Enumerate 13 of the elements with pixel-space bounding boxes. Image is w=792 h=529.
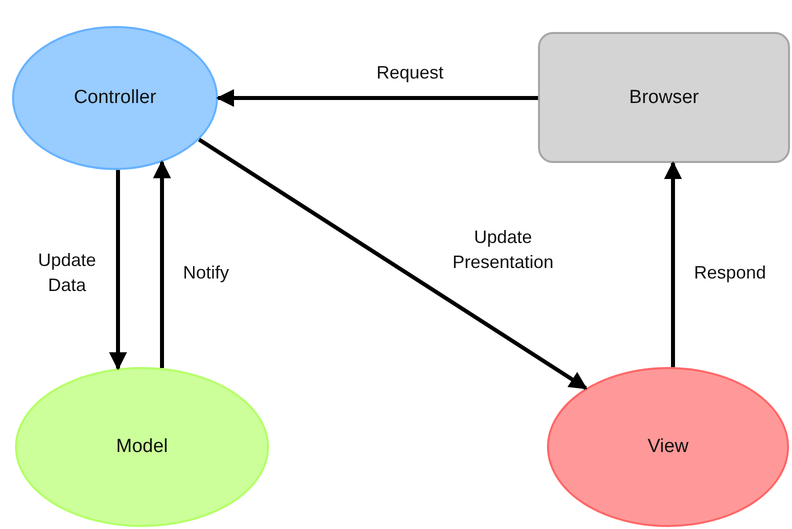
arrow xyxy=(216,89,538,107)
browser-box xyxy=(538,32,790,163)
arrow xyxy=(198,138,588,390)
view-ellipse xyxy=(547,367,789,527)
node-label: Model xyxy=(115,436,169,458)
node-label: View xyxy=(646,436,690,458)
node-label: Controller xyxy=(72,87,158,109)
node-label: Browser xyxy=(628,86,700,108)
arrow xyxy=(153,160,171,368)
controller-ellipse xyxy=(12,26,218,170)
arrow xyxy=(109,170,127,370)
arrow xyxy=(664,161,682,368)
model-ellipse xyxy=(15,367,269,527)
